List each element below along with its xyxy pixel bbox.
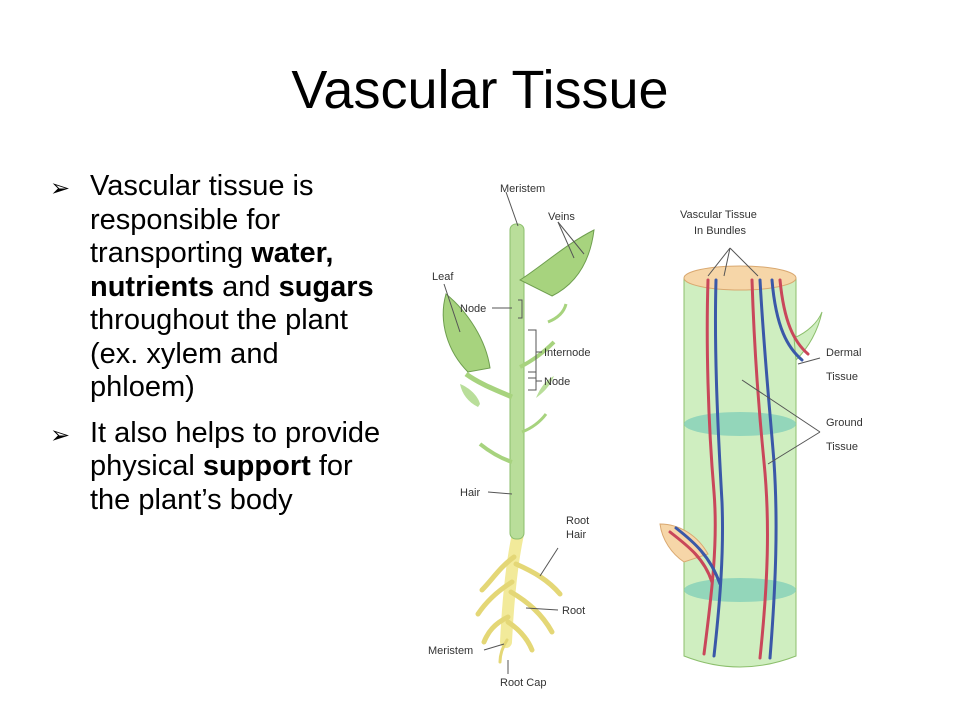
label-hair: Hair <box>460 487 481 499</box>
label-internode: Internode <box>544 347 590 359</box>
bullet-emphasis: sugars <box>278 270 374 303</box>
bullet-emphasis: support <box>202 450 311 482</box>
bullet-emphasis: water, nutrients <box>90 237 334 303</box>
label-ground-tissue: Tissue <box>826 441 858 453</box>
bullet-text: and <box>214 270 279 303</box>
bullet-text: throughout the plant (ex. xylem and phlo… <box>90 304 348 403</box>
plant-illustration: Meristem Veins Leaf Node Internode Node … <box>428 183 595 689</box>
arrow-bullet-icon: ➢ <box>50 175 71 202</box>
label-root-hair-2: Hair <box>566 529 587 541</box>
slide-title: Vascular Tissue <box>291 60 669 120</box>
leaf-shape <box>442 293 491 373</box>
label-root: Root <box>562 605 585 617</box>
plant-vascular-figure: Meristem Veins Leaf Node Internode Node … <box>408 162 940 702</box>
label-veins: Veins <box>548 211 575 223</box>
stem-cylinder-illustration: Vascular Tissue In Bundles Dermal Tissue… <box>659 209 863 668</box>
plant-diagram-svg: Meristem Veins Leaf Node Internode Node … <box>428 183 863 689</box>
root-system <box>475 528 563 664</box>
label-node-upper: Node <box>460 303 486 315</box>
label-dermal-tissue: Tissue <box>826 371 858 383</box>
label-node-lower: Node <box>544 376 570 388</box>
label-meristem-top: Meristem <box>500 183 545 195</box>
label-vascular-tissue: Vascular Tissue <box>680 209 757 221</box>
bullet-text: Vascular tissue is responsible for trans… <box>90 170 314 269</box>
bullet-text: for the plant’s body <box>90 450 353 516</box>
label-leaf: Leaf <box>432 271 454 283</box>
bullet-text: It also helps to provide physical <box>90 416 381 483</box>
label-root-cap: Root Cap <box>500 677 546 689</box>
bullet-list: ➢ Vascular tissue is responsible for tra… <box>50 170 390 529</box>
leaf-shape <box>518 229 595 297</box>
label-meristem-bottom: Meristem <box>428 645 473 657</box>
label-in-bundles: In Bundles <box>694 225 746 237</box>
bullet-item: ➢ It also helps to provide physical supp… <box>50 417 390 518</box>
bullet-item: ➢ Vascular tissue is responsible for tra… <box>50 170 390 405</box>
label-ground: Ground <box>826 417 863 429</box>
arrow-bullet-icon: ➢ <box>50 421 71 449</box>
label-root-hair-1: Root <box>566 515 589 527</box>
label-dermal: Dermal <box>826 347 861 359</box>
plant-stem <box>509 223 525 540</box>
